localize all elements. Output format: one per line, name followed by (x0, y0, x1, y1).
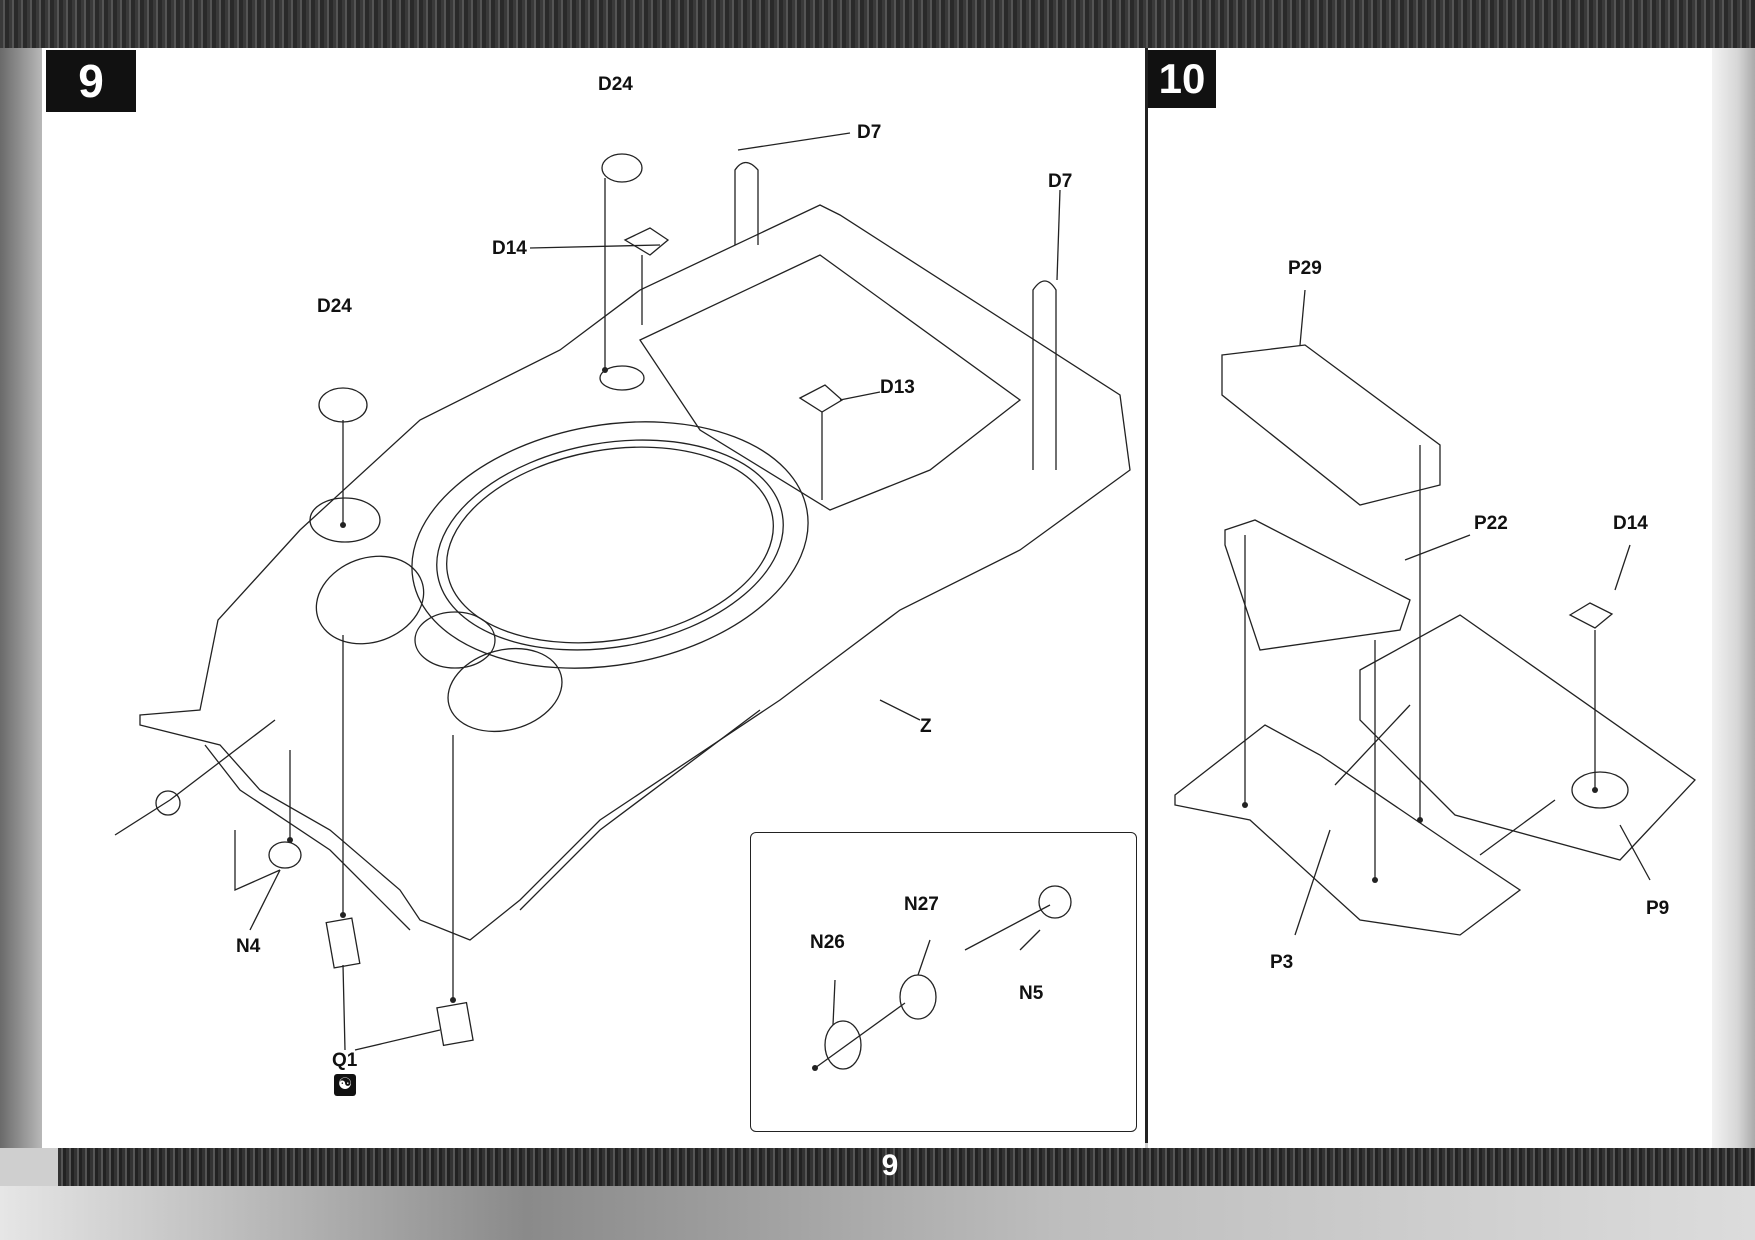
part-d7-right (1032, 280, 1057, 455)
sub-assembly-inset-box (750, 832, 1137, 1132)
part-d24-left (318, 387, 368, 423)
driver-hatch (315, 555, 425, 645)
label-d13: D13 (880, 377, 915, 398)
step-9-badge: 9 (46, 50, 136, 112)
part-n5 (964, 904, 1051, 951)
part-p29 (1221, 344, 1441, 506)
label-d24-left: D24 (317, 296, 352, 317)
assembly-glue-icon: ☯ (334, 1074, 356, 1096)
label-n26: N26 (810, 932, 845, 953)
label-z: Z (920, 716, 932, 737)
label-n5: N5 (1019, 983, 1044, 1004)
part-d14 (623, 227, 670, 256)
part-d7-top (734, 161, 759, 240)
label-d7-top: D7 (857, 122, 882, 143)
hull-mg-mount (114, 799, 171, 836)
part-d13 (798, 384, 844, 413)
part-p9 (1359, 614, 1696, 861)
engine-deck-panel (639, 254, 1022, 511)
panel-divider (1145, 48, 1148, 1143)
page-number: 9 (881, 1149, 899, 1182)
part-n26 (824, 1020, 862, 1070)
part-p22 (1224, 519, 1411, 651)
turret-ring-outer (411, 421, 809, 669)
label-d7-right: D7 (1048, 171, 1073, 192)
bottom-border-band (58, 1148, 1755, 1186)
label-p22: P22 (1474, 513, 1508, 534)
label-d14-step10: D14 (1613, 513, 1648, 534)
codriver-hatch (447, 647, 563, 733)
part-d24-top (601, 153, 643, 183)
hull-outline (139, 204, 1131, 941)
label-p9: P9 (1646, 898, 1670, 919)
scan-background (0, 1186, 1755, 1240)
part-p3 (1174, 724, 1522, 936)
step-10-badge: 10 (1148, 50, 1216, 108)
label-p29: P29 (1288, 258, 1322, 279)
part-n4 (268, 841, 302, 869)
top-border-band (0, 0, 1755, 48)
label-p3: P3 (1270, 952, 1294, 973)
part-q1-b (436, 1001, 474, 1047)
right-page-edge (1712, 48, 1755, 1148)
label-d24-top: D24 (598, 74, 633, 95)
turret-ring-inner (436, 439, 784, 651)
label-q1: Q1 (332, 1050, 358, 1071)
part-n27 (899, 974, 937, 1020)
part-d14-step10 (1568, 602, 1614, 629)
label-n4: N4 (236, 936, 261, 957)
part-q1-a (325, 917, 361, 969)
label-n27: N27 (904, 894, 939, 915)
label-d14: D14 (492, 238, 527, 259)
left-page-shadow (0, 48, 42, 1148)
